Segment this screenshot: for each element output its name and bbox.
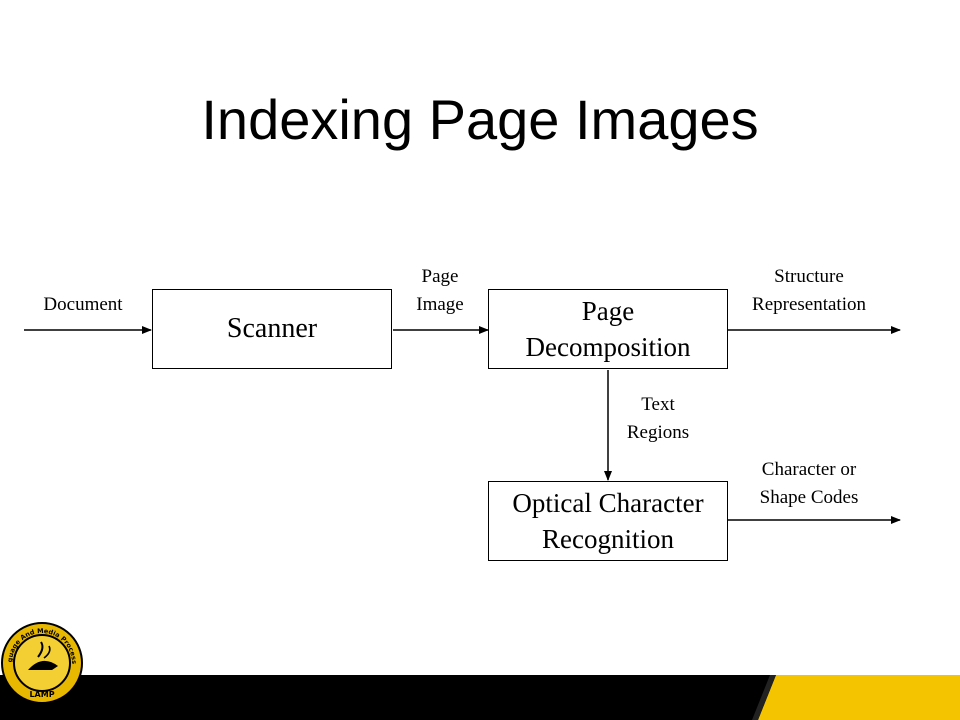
character-shape-codes-line2: Shape Codes	[759, 487, 859, 508]
scanner-box: Scanner	[152, 289, 392, 369]
page-decomposition-line2: Decomposition	[525, 332, 691, 362]
document-label-text: Document	[43, 294, 123, 315]
page-image-line2: Image	[416, 294, 464, 315]
structure-representation-line2: Representation	[752, 294, 866, 315]
character-shape-codes-label: Character or Shape Codes	[738, 456, 880, 512]
text-regions-line2: Regions	[626, 422, 690, 443]
logo-bottom-text: LAMP	[29, 690, 54, 699]
svg-text:Language And Media Processing: Language And Media Processing	[0, 0, 78, 664]
text-regions-label: Text Regions	[612, 391, 704, 447]
ocr-line2: Recognition	[542, 524, 674, 554]
page-decomposition-line1: Page	[581, 296, 635, 326]
slide-title: Indexing Page Images	[201, 88, 759, 151]
ocr-line1: Optical Character	[512, 488, 704, 518]
ocr-box: Optical Character Recognition	[488, 481, 728, 561]
page-image-line1: Page	[421, 266, 459, 287]
lamp-logo-icon: Language And Media Processing LAMP	[0, 0, 83, 704]
page-image-label: Page Image	[400, 263, 480, 319]
structure-representation-label: Structure Representation	[730, 263, 888, 319]
text-regions-line1: Text	[641, 394, 675, 415]
scanner-label: Scanner	[226, 313, 318, 344]
document-label: Document	[30, 291, 136, 319]
character-shape-codes-line1: Character or	[761, 459, 857, 480]
page-decomposition-box: Page Decomposition	[488, 289, 728, 369]
logo-top-text: Language And Media Processing	[0, 0, 78, 664]
structure-representation-line1: Structure	[774, 266, 844, 287]
